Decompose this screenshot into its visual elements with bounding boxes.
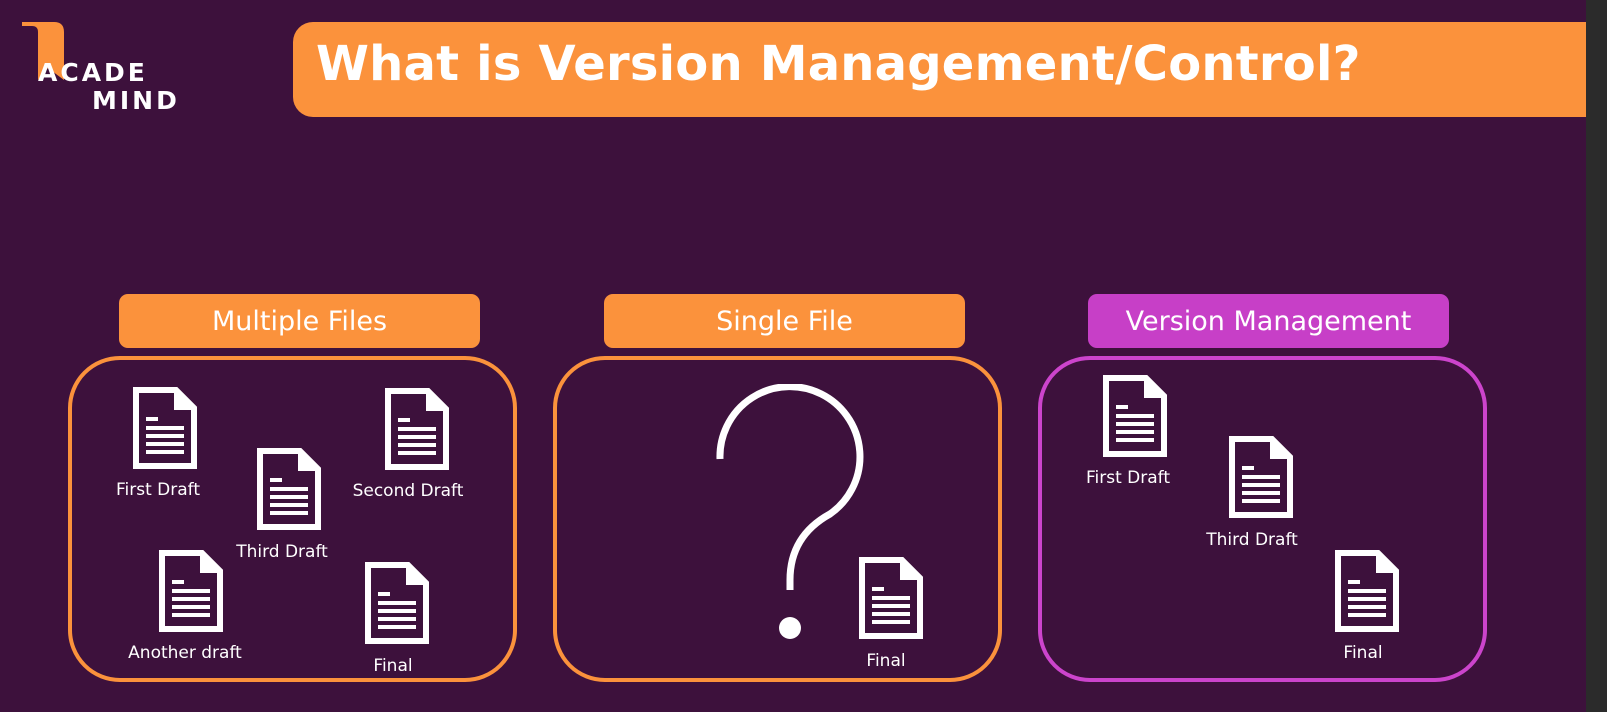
logo-line-1: ACADE: [38, 58, 148, 87]
section-heading-version-management: Version Management: [1088, 294, 1449, 348]
panel-single-file: [553, 356, 1002, 682]
file-label: Third Draft: [1206, 530, 1298, 550]
logo-bookmark-icon: [22, 22, 64, 80]
file-label: First Draft: [115, 480, 201, 500]
file-label: Second Draft: [352, 481, 464, 501]
file-label: Another draft: [128, 643, 242, 663]
document-icon: [1102, 374, 1168, 458]
title-bar: [293, 22, 1586, 117]
panel-version-management: [1038, 356, 1487, 682]
file-label: Final: [1343, 643, 1383, 663]
file-label: Final: [373, 656, 413, 676]
document-icon: [1228, 435, 1294, 519]
file-label: Final: [866, 651, 906, 671]
document-icon: [364, 561, 430, 645]
document-icon: [858, 556, 924, 640]
page-title: What is Version Management/Control?: [316, 36, 1361, 92]
section-heading-multiple-files: Multiple Files: [119, 294, 480, 348]
logo-line-2: MIND: [92, 86, 180, 115]
question-mark-icon: [716, 384, 864, 639]
academind-logo: ACADE MIND: [18, 18, 188, 118]
panel-multiple-files: [68, 356, 517, 682]
file-label: Third Draft: [236, 542, 328, 562]
document-icon: [158, 549, 224, 633]
document-icon: [384, 387, 450, 471]
file-label: First Draft: [1085, 468, 1171, 488]
document-icon: [256, 447, 322, 531]
document-icon: [132, 386, 198, 470]
window-edge: [1586, 0, 1607, 712]
document-icon: [1334, 549, 1400, 633]
section-heading-single-file: Single File: [604, 294, 965, 348]
